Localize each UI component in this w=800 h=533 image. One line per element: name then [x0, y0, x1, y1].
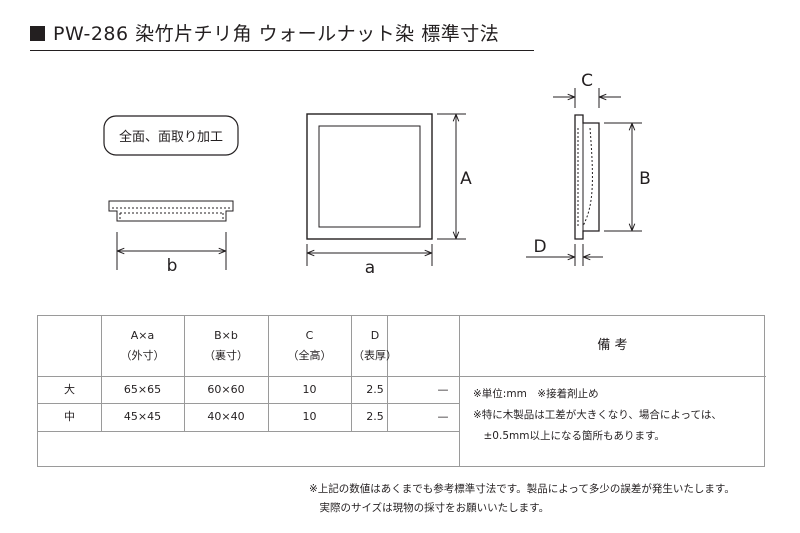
spec-table: A×a （外寸） B×b （裏寸） C （全高） D （表厚） 備 考 大 65… — [37, 315, 766, 467]
label-C: C — [581, 71, 593, 91]
row-D: 2.5 — [366, 382, 384, 396]
row-Bb: 60×60 — [207, 382, 245, 396]
row-D: 2.5 — [366, 410, 384, 423]
grid-line — [351, 316, 352, 431]
footnote-line: ※上記の数値はあくまでも参考標準寸法です。製品によって多少の誤差が発生いたします… — [309, 483, 735, 495]
grid-line — [38, 431, 459, 432]
row-Aa: 65×65 — [123, 382, 162, 396]
note-line: ±0.5mm以上になる箇所もあります。 — [473, 430, 665, 442]
label-D: D — [533, 237, 546, 257]
header-Aa-bottom: （外寸） — [120, 349, 165, 362]
label-B: B — [639, 169, 651, 189]
header-Bb-bottom: （裏寸） — [204, 349, 248, 362]
title-square-icon — [30, 26, 45, 41]
title-text: PW-286 染竹片チリ角 ウォールナット染 標準寸法 — [53, 23, 500, 45]
header-C-top: C — [305, 329, 314, 342]
badge-text: 全面、面取り加工 — [119, 129, 223, 145]
grid-line — [38, 376, 766, 377]
remarks-notes: ※単位:mm ※接着剤止め ※特に木製品は工差が大きくなり、場合によっては、 ±… — [473, 384, 722, 447]
grid-line — [184, 316, 185, 431]
header-Bb: B×b （裏寸） — [184, 316, 268, 376]
row-extra: — — [437, 382, 449, 396]
header-C-bottom: （全高） — [287, 349, 332, 362]
label-a: a — [365, 258, 375, 278]
note-line: ※特に木製品は工差が大きくなり、場合によっては、 — [473, 409, 722, 421]
header-remarks: 備 考 — [597, 338, 628, 353]
dimension-drawing: 全面、面取り加工 b A a C — [103, 71, 651, 278]
footnote: ※上記の数値はあくまでも参考標準寸法です。製品によって多少の誤差が発生いたします… — [309, 480, 735, 518]
label-A: A — [460, 169, 472, 189]
row-size: 大 — [64, 382, 75, 396]
footnote-line: 実際のサイズは現物の採寸をお願いいたします。 — [309, 502, 550, 514]
side-view-b — [108, 200, 234, 270]
row-Bb: 40×40 — [207, 410, 245, 423]
header-D-bottom: （表厚） — [353, 349, 397, 362]
note-line: ※単位:mm ※接着剤止め — [473, 388, 599, 400]
title-underline — [30, 50, 534, 51]
front-view — [306, 113, 466, 266]
row-Aa: 45×45 — [123, 410, 162, 423]
header-C: C （全高） — [268, 316, 351, 376]
chamfer-badge: 全面、面取り加工 — [103, 115, 239, 156]
header-Aa: A×a （外寸） — [101, 316, 184, 376]
grid-line — [101, 316, 102, 431]
row-C: 10 — [302, 382, 317, 396]
grid-line — [268, 316, 269, 431]
row-extra: — — [437, 410, 449, 423]
label-b: b — [167, 256, 178, 276]
header-D-top: D — [370, 329, 380, 342]
row-size: 中 — [64, 410, 75, 423]
header-Bb-top: B×b — [214, 329, 238, 342]
grid-line — [387, 316, 388, 431]
page-title: PW-286 染竹片チリ角 ウォールナット染 標準寸法 — [30, 19, 499, 46]
row-C: 10 — [302, 410, 317, 423]
grid-line — [459, 316, 460, 466]
header-D: D （表厚） — [300, 316, 450, 376]
grid-line — [38, 403, 459, 404]
section-view — [526, 88, 642, 266]
header-Aa-top: A×a — [130, 329, 155, 342]
